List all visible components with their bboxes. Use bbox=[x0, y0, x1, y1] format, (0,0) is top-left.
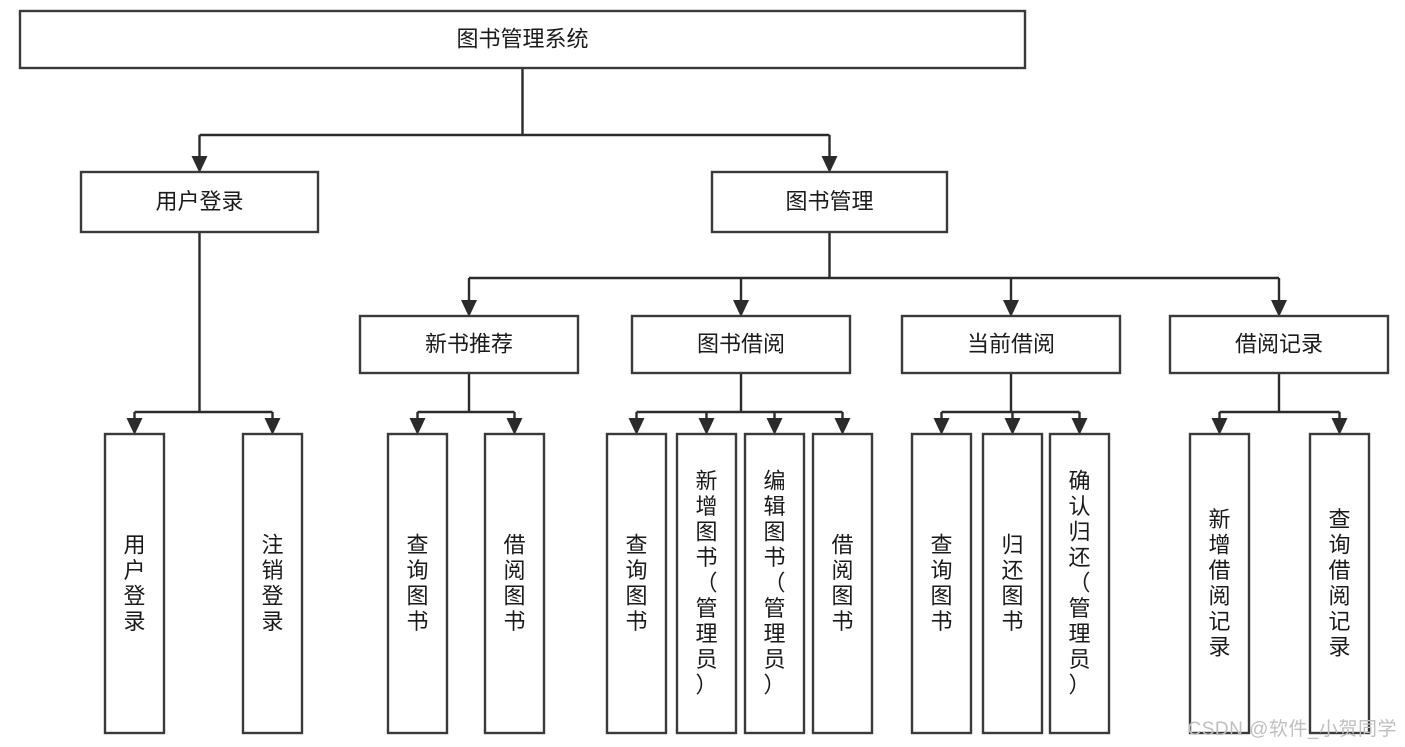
node-box bbox=[811, 432, 874, 735]
arrow-head-icon bbox=[1004, 418, 1021, 435]
node-root[interactable]: 图书管理系统 bbox=[18, 9, 1027, 70]
arrow-head-icon bbox=[628, 418, 645, 435]
node-label: 编辑图书（管理员） bbox=[763, 469, 785, 698]
node-layer: 图书管理系统用户登录图书管理新书推荐图书借阅当前借阅借阅记录用户登录注销登录查询… bbox=[18, 9, 1390, 735]
node-box bbox=[981, 432, 1044, 735]
node-leaf-logout[interactable]: 注销登录 bbox=[241, 432, 304, 735]
node-leaf-borrow-book-2[interactable]: 借阅图书 bbox=[811, 432, 874, 735]
node-box bbox=[1168, 314, 1390, 375]
node-label: 查询图书 bbox=[406, 532, 428, 634]
node-box bbox=[483, 432, 546, 735]
node-leaf-query-book-1[interactable]: 查询图书 bbox=[386, 432, 449, 735]
arrow-head-icon bbox=[264, 418, 281, 435]
node-label: 借阅图书 bbox=[503, 532, 525, 634]
arrow-head-icon bbox=[733, 300, 749, 317]
arrow-head-icon bbox=[191, 156, 208, 173]
node-label: 借阅记录 bbox=[1235, 331, 1323, 356]
node-leaf-add-record[interactable]: 新增借阅记录 bbox=[1188, 432, 1251, 735]
node-box bbox=[910, 432, 973, 735]
connector-layer bbox=[126, 68, 1348, 435]
node-box bbox=[358, 314, 580, 375]
node-label: 新书推荐 bbox=[425, 331, 513, 356]
node-leaf-add-book[interactable]: 新增图书（管理员） bbox=[675, 432, 738, 735]
node-leaf-query-book-2[interactable]: 查询图书 bbox=[605, 432, 668, 735]
node-l2-record[interactable]: 借阅记录 bbox=[1168, 314, 1390, 375]
node-box bbox=[630, 314, 852, 375]
arrow-head-icon bbox=[933, 418, 950, 435]
node-box bbox=[103, 432, 166, 735]
node-label: 归还图书 bbox=[1001, 532, 1023, 634]
node-box bbox=[79, 170, 320, 234]
node-box bbox=[743, 432, 806, 735]
arrow-head-icon bbox=[409, 418, 426, 435]
node-box bbox=[241, 432, 304, 735]
node-box bbox=[1308, 432, 1371, 735]
node-label: 图书管理系统 bbox=[456, 26, 588, 51]
node-label: 确认归还（管理员） bbox=[1068, 469, 1090, 698]
node-leaf-return-book[interactable]: 归还图书 bbox=[981, 432, 1044, 735]
arrow-head-icon bbox=[698, 418, 715, 435]
node-box bbox=[1048, 432, 1111, 735]
node-box bbox=[900, 314, 1122, 375]
arrow-head-icon bbox=[461, 300, 477, 317]
node-label: 注销登录 bbox=[261, 532, 283, 634]
node-leaf-query-book-3[interactable]: 查询图书 bbox=[910, 432, 973, 735]
arrow-head-icon bbox=[1071, 418, 1088, 435]
node-label: 当前借阅 bbox=[967, 331, 1055, 356]
node-leaf-query-record[interactable]: 查询借阅记录 bbox=[1308, 432, 1371, 735]
node-l2-new-book[interactable]: 新书推荐 bbox=[358, 314, 580, 375]
node-leaf-edit-book[interactable]: 编辑图书（管理员） bbox=[743, 432, 806, 735]
node-l2-borrow[interactable]: 图书借阅 bbox=[630, 314, 852, 375]
node-l2-current[interactable]: 当前借阅 bbox=[900, 314, 1122, 375]
node-label: 借阅图书 bbox=[831, 532, 853, 634]
arrow-head-icon bbox=[1211, 418, 1228, 435]
node-label: 查询借阅记录 bbox=[1328, 507, 1350, 660]
node-label: 图书管理 bbox=[785, 189, 873, 214]
node-l1-book-manage[interactable]: 图书管理 bbox=[710, 170, 949, 234]
arrow-head-icon bbox=[1331, 418, 1348, 435]
node-label: 新增图书（管理员） bbox=[695, 469, 717, 698]
arrow-head-icon bbox=[766, 418, 783, 435]
node-box bbox=[710, 170, 949, 234]
arrow-head-icon bbox=[1271, 300, 1287, 317]
node-label: 查询图书 bbox=[625, 532, 647, 634]
node-label: 查询图书 bbox=[930, 532, 952, 634]
node-label: 新增借阅记录 bbox=[1208, 507, 1230, 660]
arrow-head-icon bbox=[821, 156, 838, 173]
node-leaf-borrow-book-1[interactable]: 借阅图书 bbox=[483, 432, 546, 735]
node-box bbox=[386, 432, 449, 735]
arrow-head-icon bbox=[506, 418, 523, 435]
node-box bbox=[675, 432, 738, 735]
arrow-head-icon bbox=[126, 418, 143, 435]
node-box bbox=[18, 9, 1027, 70]
arrow-head-icon bbox=[1003, 300, 1019, 317]
arrow-head-icon bbox=[834, 418, 851, 435]
node-label: 用户登录 bbox=[123, 532, 145, 634]
node-box bbox=[1188, 432, 1251, 735]
node-box bbox=[605, 432, 668, 735]
node-l1-user-login[interactable]: 用户登录 bbox=[79, 170, 320, 234]
node-label: 图书借阅 bbox=[697, 331, 785, 356]
node-leaf-confirm-return[interactable]: 确认归还（管理员） bbox=[1048, 432, 1111, 735]
node-leaf-user-login[interactable]: 用户登录 bbox=[103, 432, 166, 735]
node-label: 用户登录 bbox=[155, 189, 243, 214]
